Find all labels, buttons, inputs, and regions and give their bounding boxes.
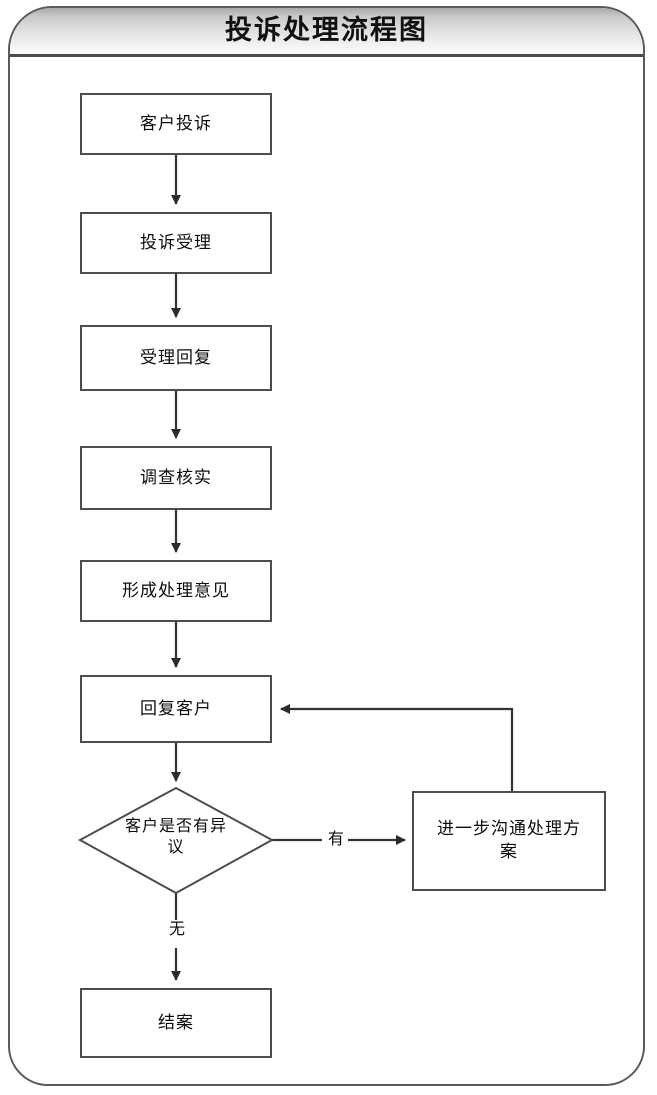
flow-node-label: 结案 bbox=[158, 1012, 194, 1033]
edge-label-yes: 有 bbox=[325, 831, 349, 847]
flow-node-label: 进一步沟通处理方案 bbox=[437, 819, 581, 862]
edge-label-no: 无 bbox=[166, 921, 190, 937]
flow-node-customer-complaint[interactable]: 客户投诉 bbox=[80, 93, 272, 155]
flow-node-case-closed[interactable]: 结案 bbox=[80, 988, 272, 1058]
flow-node-label: 受理回复 bbox=[140, 347, 212, 368]
page-title: 投诉处理流程图 bbox=[225, 14, 428, 46]
flow-node-further-communication-plan[interactable]: 进一步沟通处理方案 bbox=[412, 791, 606, 891]
flow-node-label: 投诉受理 bbox=[140, 232, 212, 253]
flow-node-form-handling-opinion[interactable]: 形成处理意见 bbox=[80, 560, 272, 622]
flow-node-decision-customer-objection[interactable]: 客户是否有异议 bbox=[80, 788, 272, 893]
flow-node-investigation-verification[interactable]: 调查核实 bbox=[80, 446, 272, 510]
flow-node-complaint-acceptance[interactable]: 投诉受理 bbox=[80, 212, 272, 274]
flow-node-label: 客户投诉 bbox=[140, 113, 212, 134]
flow-node-label: 调查核实 bbox=[140, 467, 212, 488]
flowchart-panel: 投诉处理流程图 bbox=[8, 6, 645, 1086]
flow-node-reply-customer[interactable]: 回复客户 bbox=[80, 675, 272, 743]
panel-header: 投诉处理流程图 bbox=[10, 8, 643, 57]
flow-node-label: 客户是否有异议 bbox=[124, 815, 227, 856]
flow-node-acceptance-reply[interactable]: 受理回复 bbox=[80, 325, 272, 391]
flow-node-label: 形成处理意见 bbox=[122, 580, 230, 601]
flow-node-label: 回复客户 bbox=[140, 698, 212, 719]
